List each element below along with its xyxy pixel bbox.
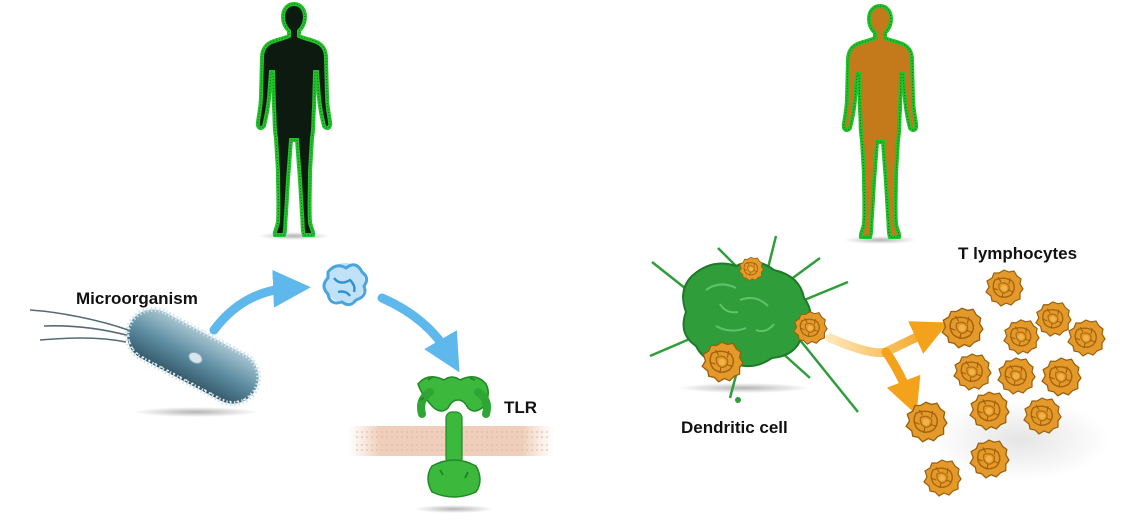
t-lymphocyte-icon bbox=[953, 353, 992, 391]
t-lymphocyte-cluster bbox=[905, 269, 1110, 497]
human-figure-icon bbox=[255, 2, 333, 240]
dendritic-cell-label: Dendritic cell bbox=[681, 418, 788, 437]
arrow-icon bbox=[825, 321, 949, 415]
t-lymphocyte-icon bbox=[738, 256, 764, 282]
bacterium-icon bbox=[29, 306, 262, 417]
t-lymphocyte-icon bbox=[969, 391, 1010, 431]
tlr-receptor-icon bbox=[414, 376, 494, 513]
t-lymphocyte-icon bbox=[1003, 319, 1040, 355]
dendritic-cell-icon bbox=[649, 235, 859, 413]
t-lymphocyte-icon bbox=[1035, 301, 1072, 337]
tlr-label: TLR bbox=[504, 398, 538, 417]
t-lymphocyte-icon bbox=[1067, 319, 1106, 357]
molecule-icon bbox=[322, 263, 369, 307]
arrow-icon bbox=[209, 269, 311, 335]
t-lymphocyte-icon bbox=[997, 357, 1036, 395]
t-lymphocyte-icon bbox=[905, 401, 948, 443]
t-lymphocyte-icon bbox=[1041, 357, 1082, 397]
t-lymphocyte-icon bbox=[985, 269, 1024, 307]
arrow-icon bbox=[377, 293, 460, 373]
t-lymphocyte-icon bbox=[941, 307, 984, 349]
human-figure-icon bbox=[841, 4, 919, 244]
microorganism-label: Microorganism bbox=[76, 289, 198, 308]
t-lymphocytes-label: T lymphocytes bbox=[958, 244, 1078, 263]
